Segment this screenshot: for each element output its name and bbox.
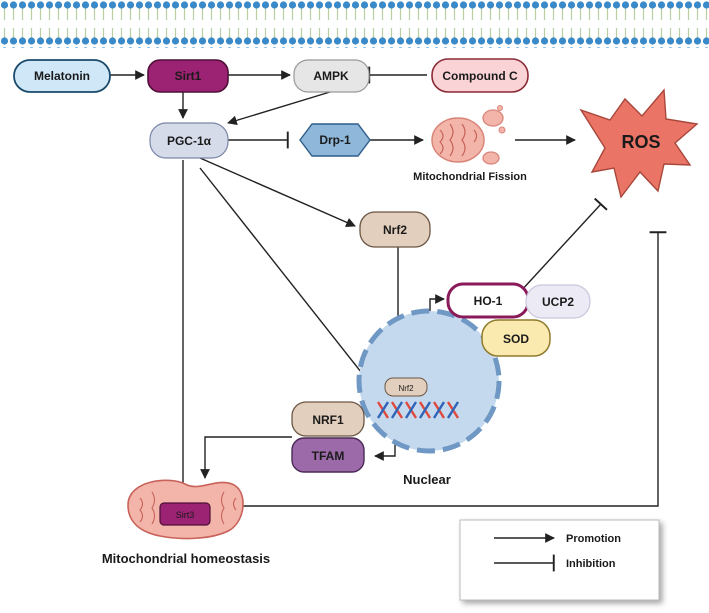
nrf2-label: Nrf2: [383, 223, 407, 237]
mito-homeostasis-label: Mitochondrial homeostasis: [102, 551, 270, 566]
cell-membrane: [0, 0, 709, 48]
legend-promotion-label: Promotion: [566, 533, 621, 545]
pgc1a-label: PGC-1α: [167, 134, 212, 148]
nucleus: [356, 308, 502, 454]
sirt1-label: Sirt1: [175, 69, 202, 83]
nrf1-label: NRF1: [312, 413, 344, 427]
ros-label: ROS: [621, 132, 660, 152]
sod-label: SOD: [503, 332, 529, 346]
ho1-label: HO-1: [474, 294, 503, 308]
nrf2-node: [359, 211, 431, 248]
connectors: [110, 66, 667, 507]
pgc1a-to-nrf2-arrow: [199, 157, 356, 227]
drp1-node: [299, 123, 371, 157]
drp1-label: Drp-1: [319, 133, 351, 147]
ros-burst: [579, 88, 699, 199]
ampk-label: AMPK: [313, 69, 349, 83]
nrf1-node: [291, 401, 365, 437]
tfam-node: [291, 437, 365, 473]
ho1-inhibits-ros: [519, 197, 608, 293]
ampk-node: [293, 59, 370, 93]
mito-inhibits-ros: [243, 231, 667, 507]
melatonin-node: [13, 59, 111, 93]
pgc1a-to-dna-arrow: [199, 167, 377, 392]
sirt3-label: Sirt3: [176, 510, 195, 520]
nuclear-label: Nuclear: [403, 472, 451, 487]
fission-mitochondrion-icon: [431, 105, 506, 165]
compound-c-label: Compound C: [442, 69, 518, 83]
sirt1-node: [147, 59, 229, 93]
nrf2-small-label: Nrf2: [398, 384, 414, 393]
compound-c-node: [431, 58, 529, 93]
legend: Promotion Inhibition: [459, 519, 660, 601]
ampk-to-pgc1a-arrow: [227, 91, 331, 126]
dna-helix-icon: [376, 401, 460, 419]
sirt3-node: [159, 502, 211, 526]
melatonin-label: Melatonin: [34, 69, 90, 83]
tfam-label: TFAM: [312, 449, 345, 463]
pgc1a-node: [149, 122, 229, 159]
legend-inhibition-label: Inhibition: [566, 558, 616, 570]
nrf2-small-node: [384, 377, 428, 397]
nrf1-tfam-to-sirt3-arrow: [200, 436, 292, 479]
ucp2-label: UCP2: [542, 295, 574, 309]
sod-node: [481, 319, 551, 357]
mito-fission-label: Mitochondrial Fission: [413, 171, 527, 183]
ucp2-node: [525, 284, 591, 319]
